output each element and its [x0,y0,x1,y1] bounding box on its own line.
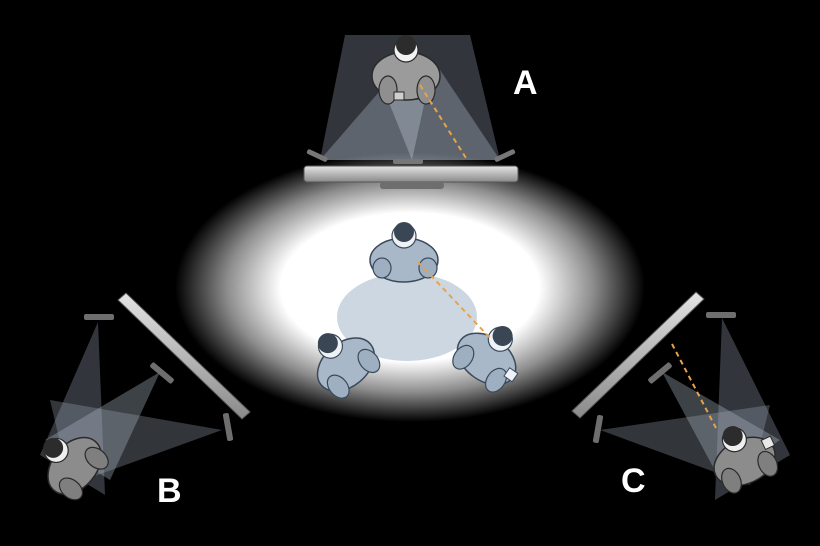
virtual-meeting [316,222,519,399]
camera-icon [306,149,328,162]
camera-icon [393,159,423,164]
station-label-c: C [621,462,646,500]
person-topdown-icon [43,436,109,501]
person-topdown-icon [371,35,441,105]
display-screen-icon [303,165,519,189]
station-c [571,291,790,500]
display-screen-icon [117,292,251,420]
person-topdown-icon [316,333,381,399]
station-b [40,292,251,501]
camera-icon [494,149,516,162]
camera-icon [592,415,604,443]
camera-icon [648,362,672,384]
person-topdown-icon [713,426,779,494]
station-a [303,35,519,189]
station-label-b: B [157,472,182,510]
camera-frustum [388,100,425,160]
camera-frustum [320,70,500,160]
gaze-line [671,343,717,429]
station-label-a: A [513,64,538,102]
person-topdown-icon [369,222,439,283]
display-screen-icon [571,291,705,419]
camera-icon [84,314,114,320]
person-topdown-icon [452,325,519,393]
camera-icon [706,312,736,318]
camera-icon [222,413,234,441]
meeting-table [337,273,477,361]
camera-icon [150,362,174,384]
